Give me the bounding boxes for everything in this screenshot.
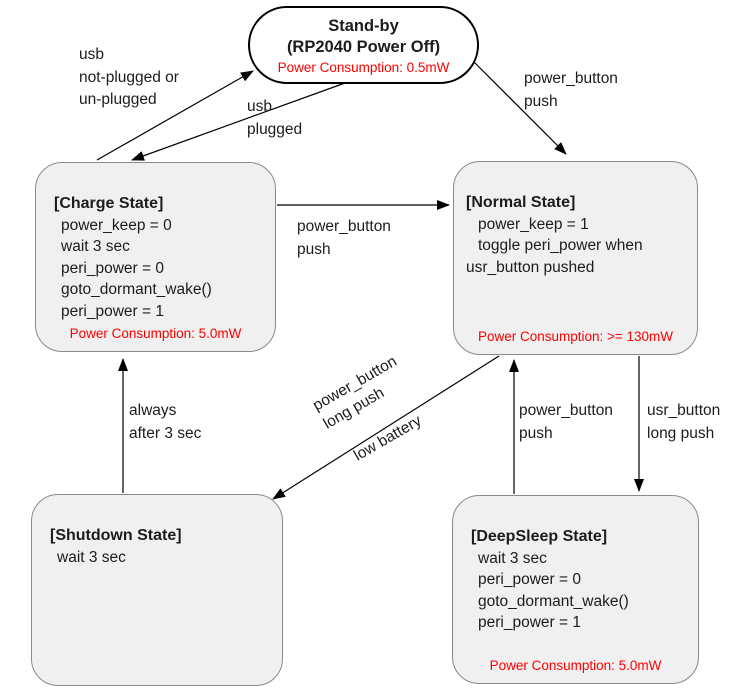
normal-line: power_keep = 1: [478, 215, 589, 233]
standby-title-line1: Stand-by: [328, 17, 399, 35]
deepsleep-line: wait 3 sec: [478, 549, 547, 567]
standby-title-line2: (RP2040 Power Off): [286, 38, 441, 56]
edge-label-power-button-push-bottom: power_button push: [519, 402, 613, 442]
edge-label-usb-unplugged: usb not-plugged or un-plugged: [79, 46, 179, 108]
shutdown-line: wait 3 sec: [57, 548, 126, 566]
charge-line: peri_power = 0: [61, 259, 164, 277]
edge-label-power-button-push-top: power_button push: [524, 70, 618, 110]
normal-line: toggle peri_power when: [478, 237, 643, 254]
arrow-charge-to-standby: [96, 70, 254, 161]
edge-label-always-after-3-sec: always after 3 sec: [129, 402, 202, 442]
state-node-normal: [Normal State] power_keep = 1 toggle per…: [453, 161, 698, 355]
deepsleep-title: [DeepSleep State]: [471, 528, 608, 545]
edge-label-power-button-push-mid: power_button push: [297, 218, 391, 258]
normal-line: usr_button pushed: [466, 258, 595, 276]
deepsleep-line: peri_power = 1: [478, 614, 581, 631]
arrow-normal-to-shutdown: [272, 355, 500, 500]
normal-power-consumption: Power Consumption: >= 130mW: [477, 329, 674, 344]
edge-label-usb-plugged: usb plugged: [247, 98, 303, 138]
charge-line: wait 3 sec: [61, 238, 130, 255]
deepsleep-line: peri_power = 0: [478, 571, 581, 588]
deepsleep-power-consumption: Power Consumption: 5.0mW: [489, 658, 662, 673]
state-node-charge: [Charge State] power_keep = 0 wait 3 sec…: [35, 162, 276, 352]
edge-label-usr-button-long-push: usr_button long push: [647, 402, 721, 442]
arrow-standby-to-normal: [470, 58, 567, 155]
charge-power-consumption: Power Consumption: 5.0mW: [69, 326, 242, 341]
state-node-shutdown: [Shutdown State] wait 3 sec: [31, 494, 283, 686]
charge-line: power_keep = 0: [61, 216, 172, 234]
charge-line: peri_power = 1: [61, 302, 164, 320]
shutdown-title: [Shutdown State]: [50, 527, 182, 544]
standby-power-consumption: Power Consumption: 0.5mW: [277, 60, 450, 75]
normal-title: [Normal State]: [466, 194, 576, 211]
charge-line: goto_dormant_wake(): [61, 281, 212, 298]
state-node-deepsleep: [DeepSleep State] wait 3 sec peri_power …: [452, 495, 699, 684]
deepsleep-line: goto_dormant_wake(): [478, 592, 629, 610]
charge-title: [Charge State]: [54, 195, 164, 212]
arrow-standby-to-charge: [131, 82, 346, 161]
state-node-standby: Stand-by (RP2040 Power Off) Power Consum…: [248, 6, 479, 84]
